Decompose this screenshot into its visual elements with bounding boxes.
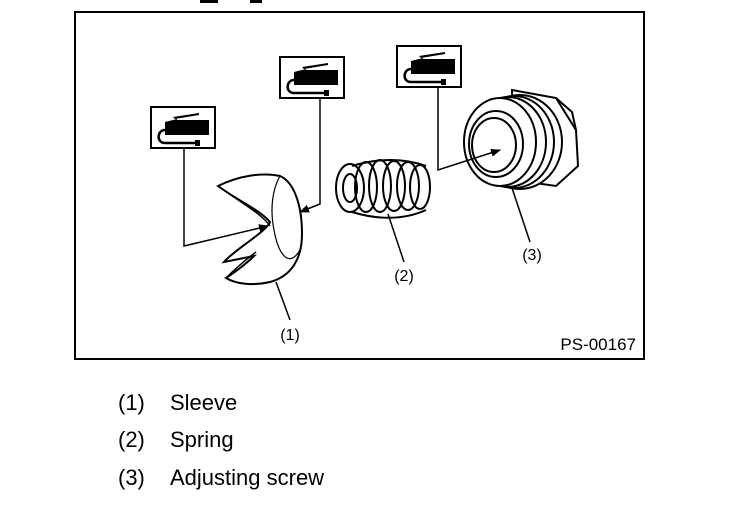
legend-number: (3) [118, 464, 145, 490]
spring-part [335, 159, 431, 219]
leader-line-2 [387, 213, 405, 263]
legend-number: (1) [118, 389, 145, 415]
legend-item: (2) Spring [118, 422, 324, 460]
grease-gun-icon [278, 55, 346, 100]
grease-gun-icon [395, 44, 463, 89]
adjusting-screw-part [463, 88, 580, 190]
callout-1: (1) [280, 327, 300, 344]
legend-item: (3) Adjusting screw [118, 459, 324, 497]
callout-3: (3) [522, 247, 542, 264]
parts-legend: (1) Sleeve (2) Spring (3) Adjusting screw [118, 384, 324, 497]
leader-line-1 [275, 281, 291, 321]
lubricate-arrow-sleeve-outer [299, 98, 321, 213]
callout-2: (2) [394, 268, 414, 285]
grease-gun-icon [149, 105, 217, 150]
exploded-parts-diagram: (1) (2) (3) PS-00167 [74, 0, 645, 360]
cropped-heading [200, 0, 262, 3]
legend-label: Adjusting screw [170, 464, 325, 490]
legend-label: Spring [170, 427, 234, 453]
leader-line-3 [511, 187, 531, 243]
legend-label: Sleeve [170, 389, 238, 415]
legend-number: (2) [118, 427, 145, 453]
figure-id: PS-00167 [560, 335, 636, 354]
lubricate-arrow-screw-inner [437, 87, 501, 172]
lubricate-arrow-sleeve-inner [183, 148, 269, 247]
legend-item: (1) Sleeve [118, 384, 324, 422]
